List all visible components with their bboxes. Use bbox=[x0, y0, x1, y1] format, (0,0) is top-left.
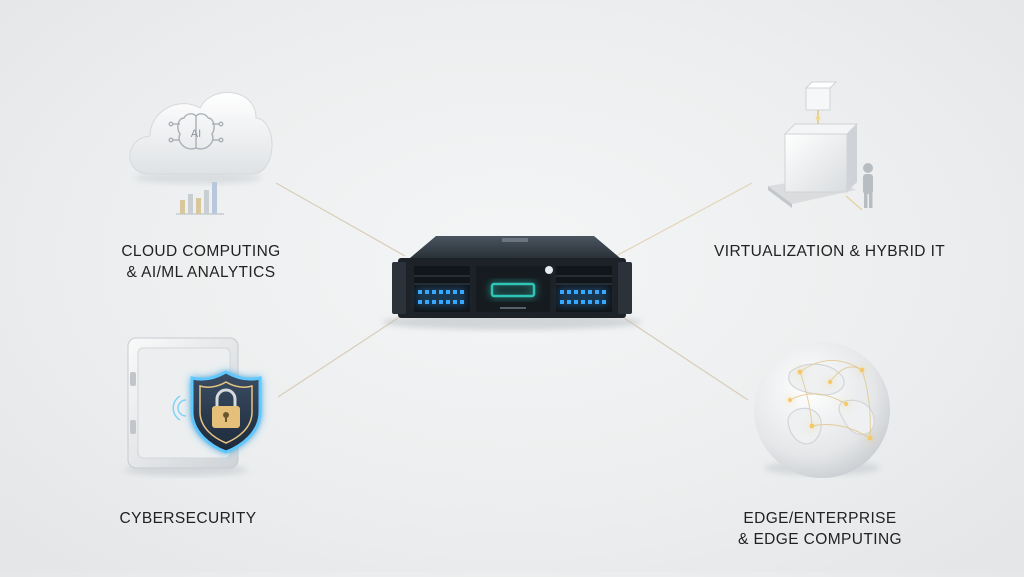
connector-lines bbox=[275, 182, 753, 401]
signal-waves bbox=[172, 395, 187, 421]
cube-person-icon bbox=[768, 81, 873, 211]
drive-leds-right bbox=[560, 290, 606, 304]
bar-chart-icon bbox=[176, 182, 224, 215]
connector-virtualization bbox=[615, 182, 753, 257]
edge-label-line1: EDGE/ENTERPRISE bbox=[743, 510, 897, 527]
connector-cybersecurity bbox=[277, 317, 399, 398]
cloud-label-line1: CLOUD COMPUTING bbox=[121, 243, 281, 260]
rack-server-icon bbox=[382, 236, 642, 330]
globe-network-icon bbox=[754, 342, 890, 478]
safe-shield-lock-icon bbox=[124, 337, 262, 476]
cloud-label-line2: & AI/ML ANALYTICS bbox=[126, 264, 276, 281]
person-figure bbox=[863, 163, 873, 208]
cybersecurity-label: CYBERSECURITY bbox=[108, 508, 268, 529]
virtualization-label: VIRTUALIZATION & HYBRID IT bbox=[714, 241, 946, 262]
cloud-computing-label: CLOUD COMPUTING & AI/ML ANALYTICS bbox=[106, 241, 296, 283]
cloud-ai-icon: AI bbox=[129, 91, 273, 215]
edge-computing-label: EDGE/ENTERPRISE & EDGE COMPUTING bbox=[722, 508, 918, 550]
cybersecurity-label-line1: CYBERSECURITY bbox=[119, 510, 257, 527]
virtualization-label-line1: VIRTUALIZATION & HYBRID IT bbox=[714, 243, 946, 260]
drive-leds-left bbox=[418, 290, 464, 304]
edge-label-line2: & EDGE COMPUTING bbox=[738, 531, 902, 548]
status-led-bar bbox=[490, 282, 536, 298]
connector-edge bbox=[623, 317, 749, 401]
ai-badge-text: AI bbox=[191, 128, 201, 140]
connector-cloud bbox=[275, 182, 406, 257]
